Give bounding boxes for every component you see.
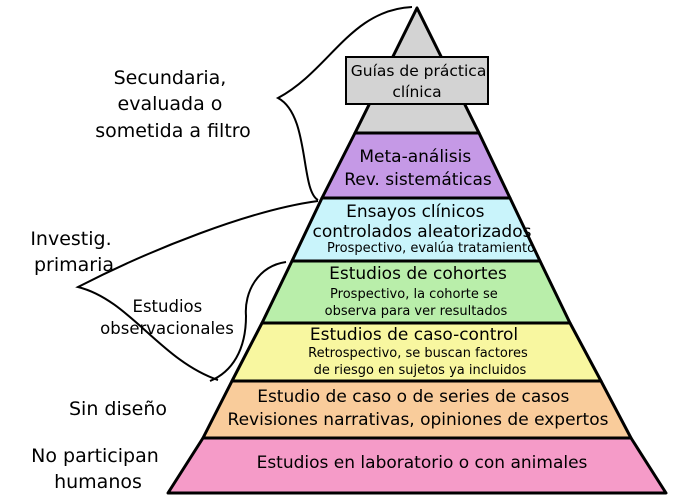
tier-case-series-label: Estudio de caso o de series de casos Rev… [228,387,609,430]
brace-secondary [275,6,413,201]
pyramid [166,6,668,495]
brace-observational [209,261,287,382]
label-primary: Investig. primaria [30,228,117,276]
label-no-humans: No participan humanos [31,445,165,493]
tier-guidelines-label: Guías de práctica clínica [351,62,492,101]
tier-case-control-label: Estudios de caso-control [310,325,518,345]
brace-primary [75,200,319,381]
tier-cohort-sub: Prospectivo, la cohorte se observa para … [325,287,508,319]
guidelines-box [345,56,489,105]
tier-rct-label: Ensayos clínicos controlados aleatorizad… [313,202,532,242]
label-no-design: Sin diseño [69,398,167,420]
tier-case-control-sub: Retrospectivo, se buscan factores de rie… [308,346,532,378]
tier-meta-analysis-label: Meta-análisis Rev. sistemáticas [344,147,492,190]
tier-cohort-label: Estudios de cohortes [329,264,507,284]
tier-laboratory-label: Estudios en laboratorio o con animales [257,453,588,473]
tier-rct-sub: Prospectivo, evalúa tratamiento [327,241,535,256]
label-observational: Estudios observacionales [100,297,234,338]
braces [75,6,413,382]
label-secondary: Secundaria, evaluada o sometida a filtro [95,67,251,142]
tier-laboratory [166,436,668,495]
